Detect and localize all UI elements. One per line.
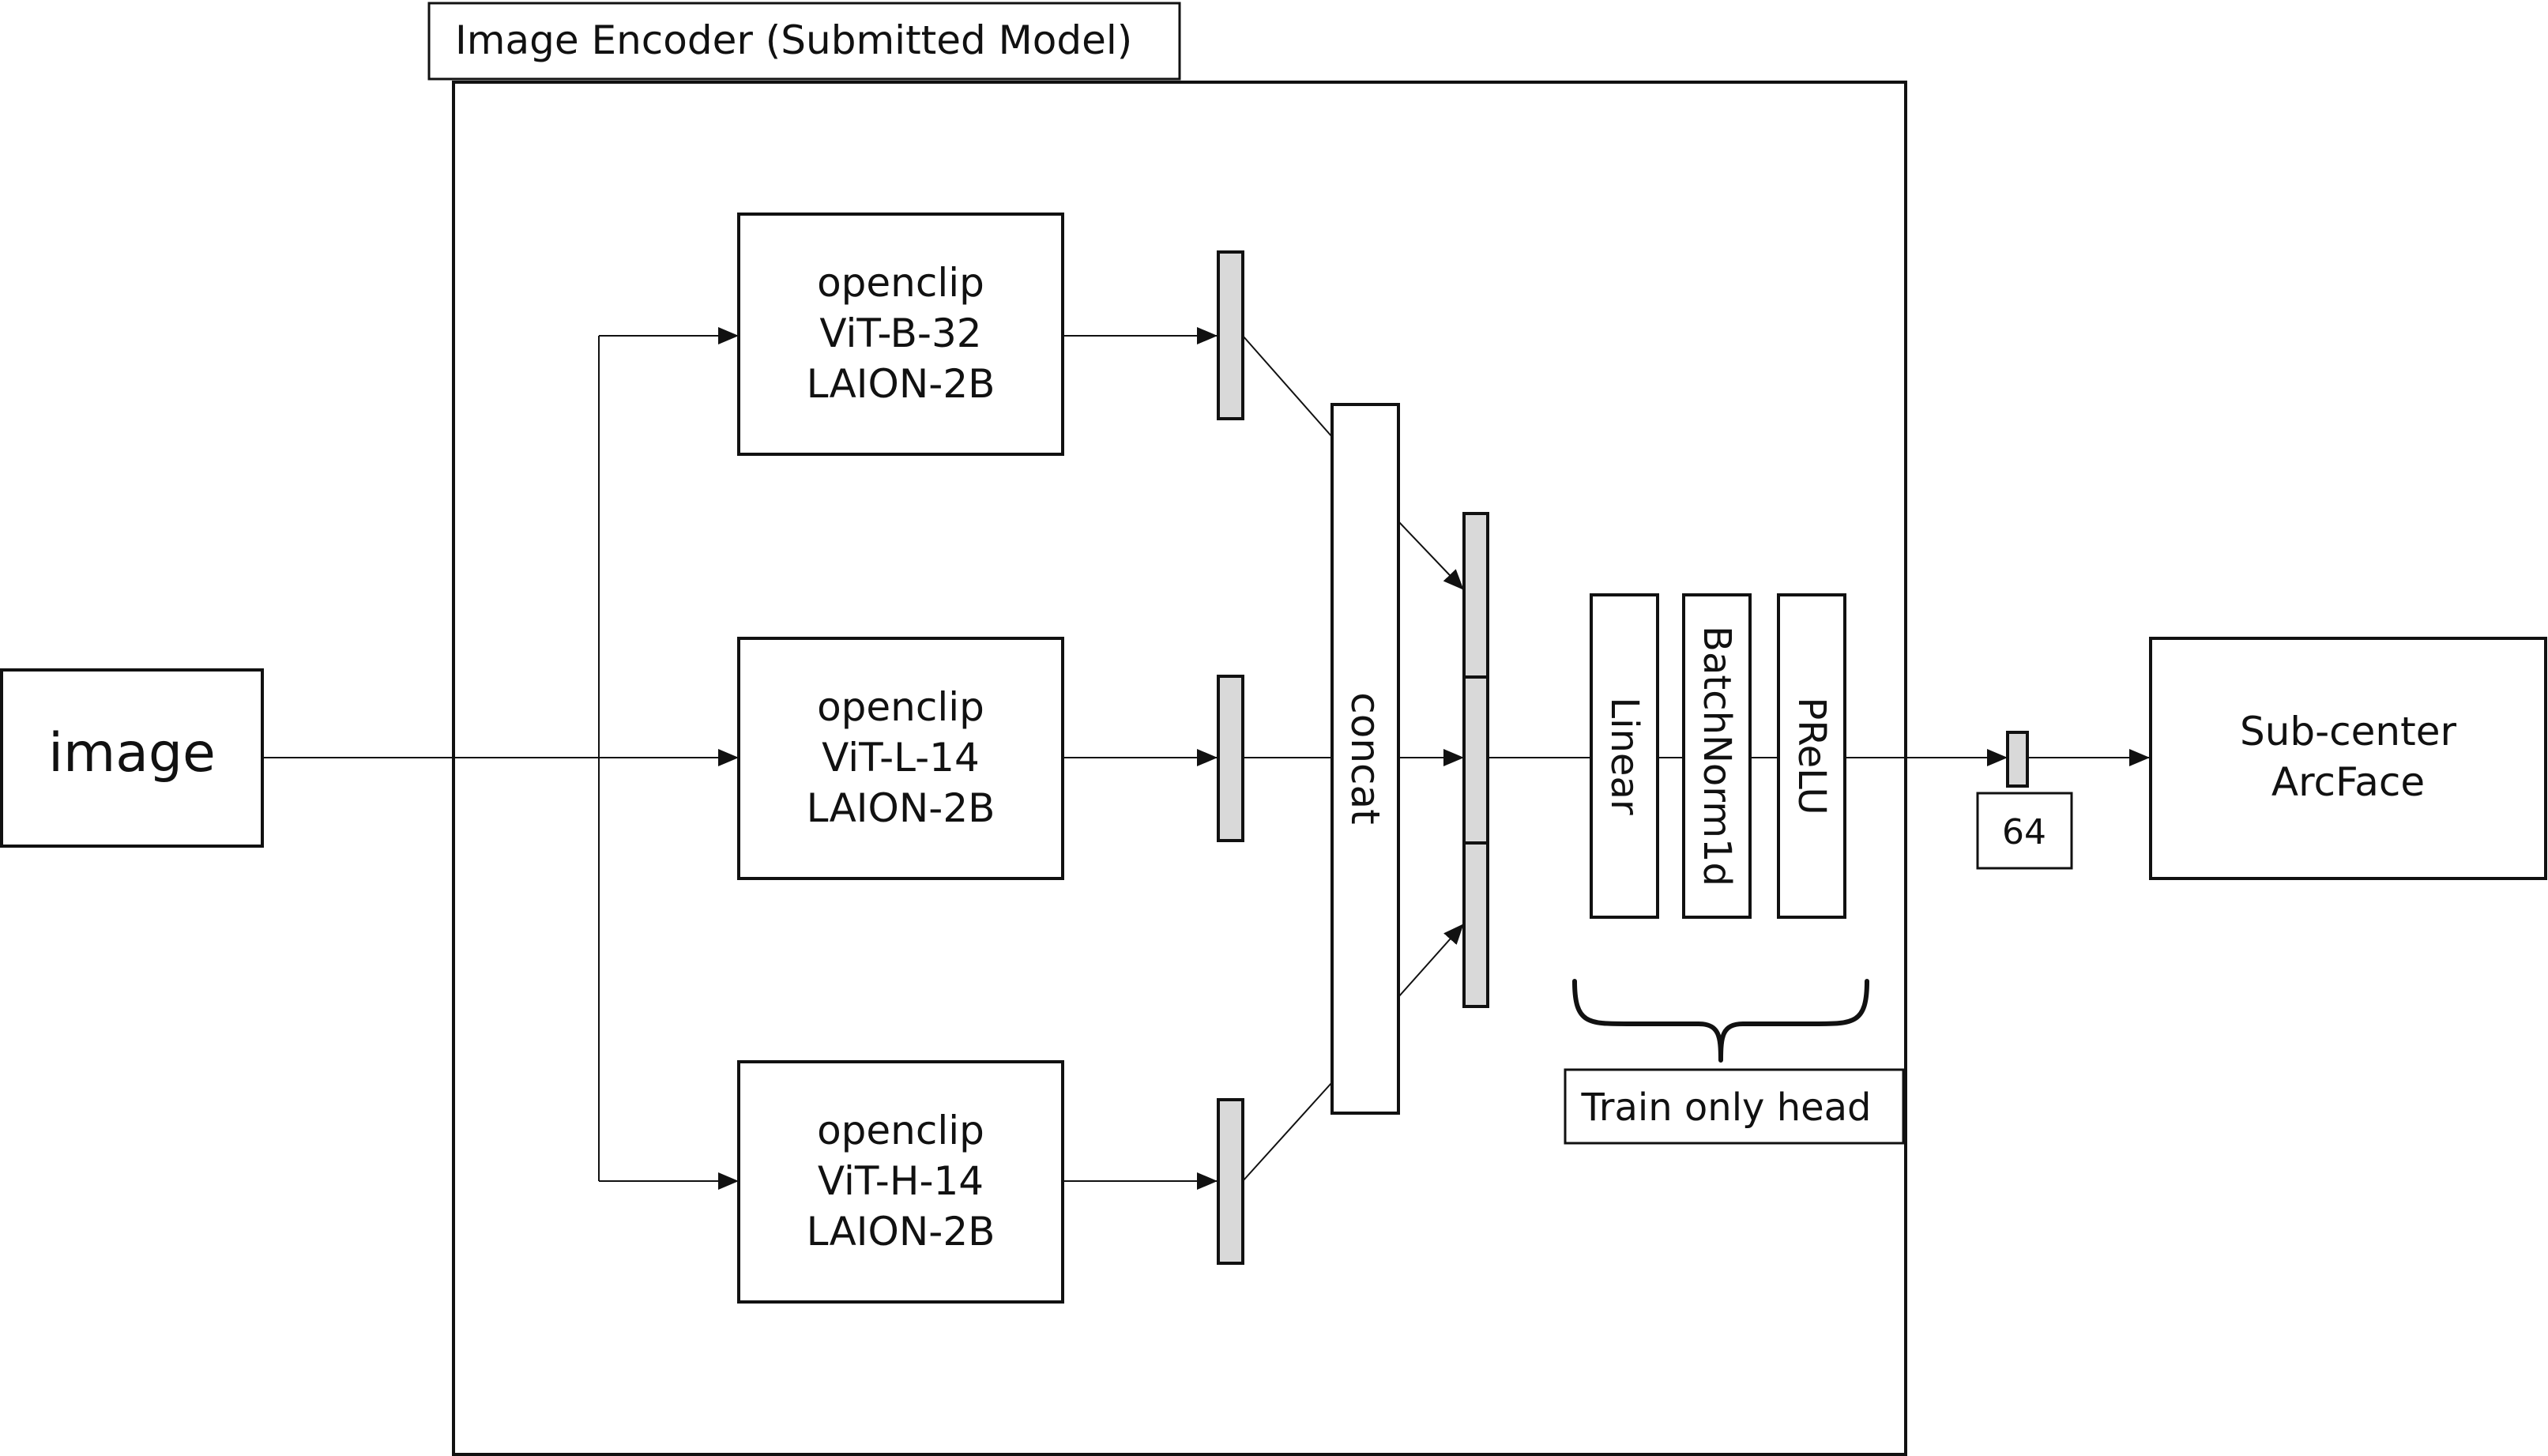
linear-label: Linear — [1602, 697, 1647, 815]
concat-segment-2 — [1462, 675, 1489, 845]
backbone-arch: ViT-H-14 — [818, 1158, 984, 1204]
concat-label: concat — [1342, 692, 1388, 825]
train-only-head-label: Train only head — [1580, 1085, 1871, 1130]
feature-vector-b32 — [1217, 250, 1244, 420]
input-connectors — [262, 327, 739, 1190]
arcface-box: Sub-center ArcFace — [2149, 637, 2547, 880]
encoder-title: Image Encoder (Submitted Model) — [455, 17, 1132, 63]
feature-to-concat-lines — [1242, 335, 1333, 1182]
backbone-dataset: LAION-2B — [807, 361, 995, 407]
prelu-label: PReLU — [1790, 697, 1834, 815]
train-only-head-box: Train only head — [1564, 1068, 1905, 1145]
concat-output-arrows — [1398, 521, 1464, 998]
concat-segment-3 — [1462, 841, 1489, 1008]
backbone-name: openclip — [817, 684, 984, 730]
backbone-vit-h-14: openclip ViT-H-14 LAION-2B — [737, 1060, 1064, 1304]
head-layer-linear: Linear — [1590, 593, 1659, 919]
concat-box: concat — [1330, 403, 1400, 1115]
backbone-vit-l-14: openclip ViT-L-14 LAION-2B — [737, 637, 1064, 880]
input-image-box: image — [0, 668, 264, 848]
encoder-container — [452, 81, 1907, 1456]
encoder-title-box: Image Encoder (Submitted Model) — [427, 2, 1181, 81]
embedding-vector — [2006, 731, 2029, 788]
feature-vector-h14 — [1217, 1098, 1244, 1265]
backbone-name: openclip — [817, 1108, 984, 1153]
backbone-vit-b-32: openclip ViT-B-32 LAION-2B — [737, 213, 1064, 456]
concat-segment-1 — [1462, 512, 1489, 679]
backbone-arch: ViT-L-14 — [822, 735, 980, 781]
head-layer-batchnorm: BatchNorm1d — [1682, 593, 1752, 919]
feature-vector-l14 — [1217, 675, 1244, 842]
batchnorm-label: BatchNorm1d — [1695, 626, 1739, 886]
backbone-features — [1217, 250, 1244, 1265]
embedding-dim-label: 64 — [2002, 812, 2046, 852]
concatenated-feature — [1462, 512, 1489, 1008]
arcface-line2: ArcFace — [2271, 759, 2425, 805]
backbone-arch: ViT-B-32 — [819, 310, 981, 356]
head-brace — [1572, 979, 1869, 1063]
head-layer-prelu: PReLU — [1777, 593, 1846, 919]
input-image-label: image — [48, 722, 216, 784]
backbone-dataset: LAION-2B — [807, 1209, 995, 1255]
backbone-dataset: LAION-2B — [807, 785, 995, 831]
arcface-line1: Sub-center — [2240, 709, 2457, 754]
embedding-dim-box: 64 — [1976, 792, 2073, 870]
backbone-feature-arrows — [1063, 327, 1218, 1190]
backbone-name: openclip — [817, 260, 984, 306]
